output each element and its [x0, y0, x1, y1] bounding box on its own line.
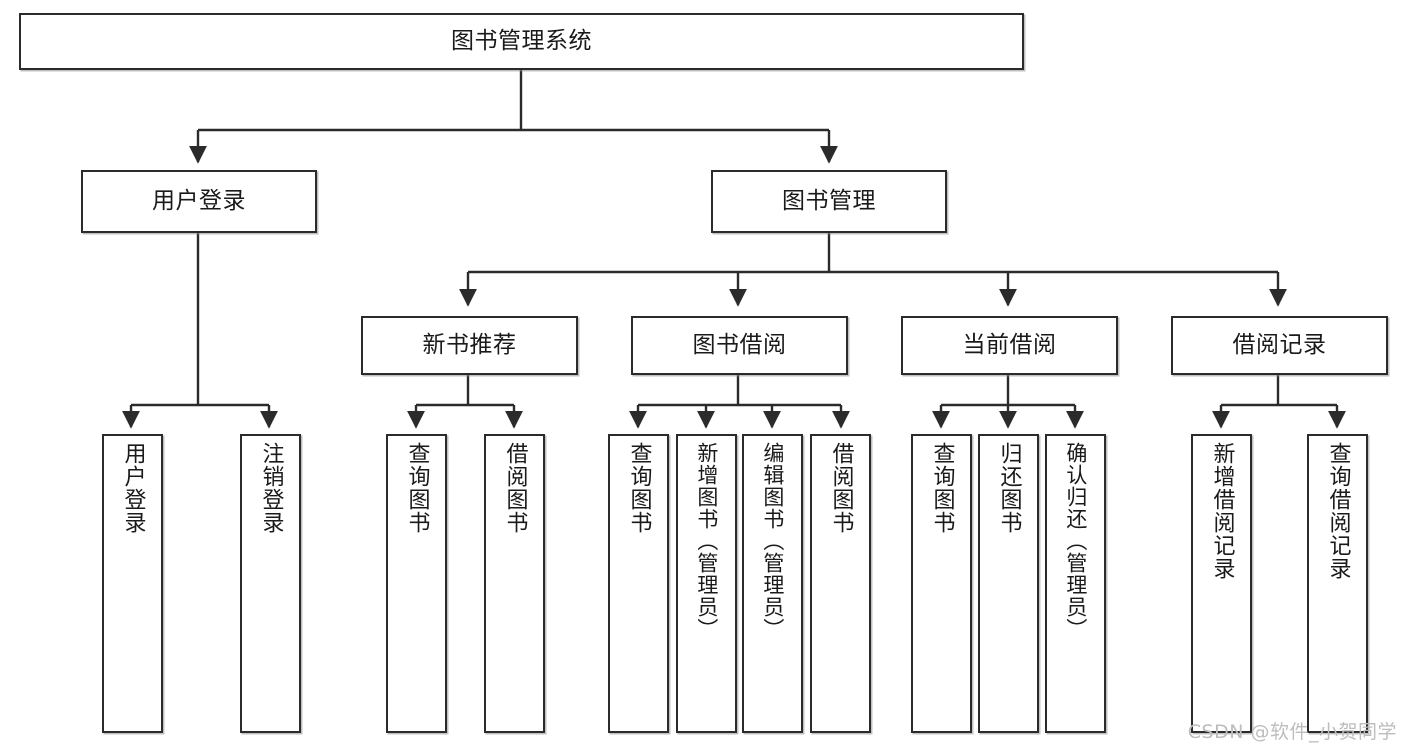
node-current-borrow-label: 当前借阅: [962, 332, 1057, 359]
node-leaf-edit-book-label: 编辑图书（管理员）: [760, 442, 785, 640]
node-borrow-record-label: 借阅记录: [1232, 332, 1327, 359]
node-leaf-return-book[interactable]: 归还图书: [978, 434, 1039, 733]
node-leaf-add-record-label: 新增借阅记录: [1209, 442, 1235, 580]
node-leaf-user-login-label: 用户登录: [120, 442, 146, 534]
node-leaf-return-book-label: 归还图书: [996, 442, 1022, 534]
node-leaf-edit-book[interactable]: 编辑图书（管理员）: [742, 434, 803, 733]
node-leaf-query-book-2-label: 查询图书: [626, 442, 652, 534]
node-leaf-query-book-3[interactable]: 查询图书: [911, 434, 972, 733]
node-leaf-user-login[interactable]: 用户登录: [102, 434, 163, 733]
node-leaf-borrow-book-1[interactable]: 借阅图书: [484, 434, 545, 733]
node-leaf-query-book-1-label: 查询图书: [404, 442, 430, 534]
node-user-login[interactable]: 用户登录: [81, 170, 317, 233]
node-current-borrow[interactable]: 当前借阅: [901, 316, 1118, 375]
node-leaf-query-record[interactable]: 查询借阅记录: [1307, 434, 1368, 733]
node-leaf-borrow-book-1-label: 借阅图书: [502, 442, 528, 534]
node-leaf-borrow-book-2[interactable]: 借阅图书: [810, 434, 871, 733]
node-leaf-add-book[interactable]: 新增图书（管理员）: [676, 434, 737, 733]
node-book-management-label: 图书管理: [782, 188, 876, 215]
node-leaf-query-book-1[interactable]: 查询图书: [386, 434, 447, 733]
node-leaf-add-book-label: 新增图书（管理员）: [694, 442, 719, 640]
node-leaf-confirm-return[interactable]: 确认归还（管理员）: [1045, 434, 1106, 733]
node-leaf-confirm-return-label: 确认归还（管理员）: [1063, 442, 1088, 640]
node-leaf-borrow-book-2-label: 借阅图书: [828, 442, 854, 534]
node-leaf-logout-login[interactable]: 注销登录: [240, 434, 301, 733]
node-leaf-logout-login-label: 注销登录: [258, 442, 284, 534]
node-book-borrow[interactable]: 图书借阅: [631, 316, 848, 375]
node-new-book-recommend-label: 新书推荐: [422, 332, 517, 359]
node-leaf-query-record-label: 查询借阅记录: [1325, 442, 1351, 580]
node-user-login-label: 用户登录: [152, 188, 246, 215]
node-root[interactable]: 图书管理系统: [19, 13, 1024, 70]
node-book-management[interactable]: 图书管理: [711, 170, 947, 233]
node-book-borrow-label: 图书借阅: [692, 332, 787, 359]
node-borrow-record[interactable]: 借阅记录: [1171, 316, 1388, 375]
node-leaf-query-book-2[interactable]: 查询图书: [608, 434, 669, 733]
node-root-label: 图书管理系统: [451, 28, 592, 55]
node-leaf-add-record[interactable]: 新增借阅记录: [1191, 434, 1252, 733]
node-new-book-recommend[interactable]: 新书推荐: [361, 316, 578, 375]
node-leaf-query-book-3-label: 查询图书: [929, 442, 955, 534]
